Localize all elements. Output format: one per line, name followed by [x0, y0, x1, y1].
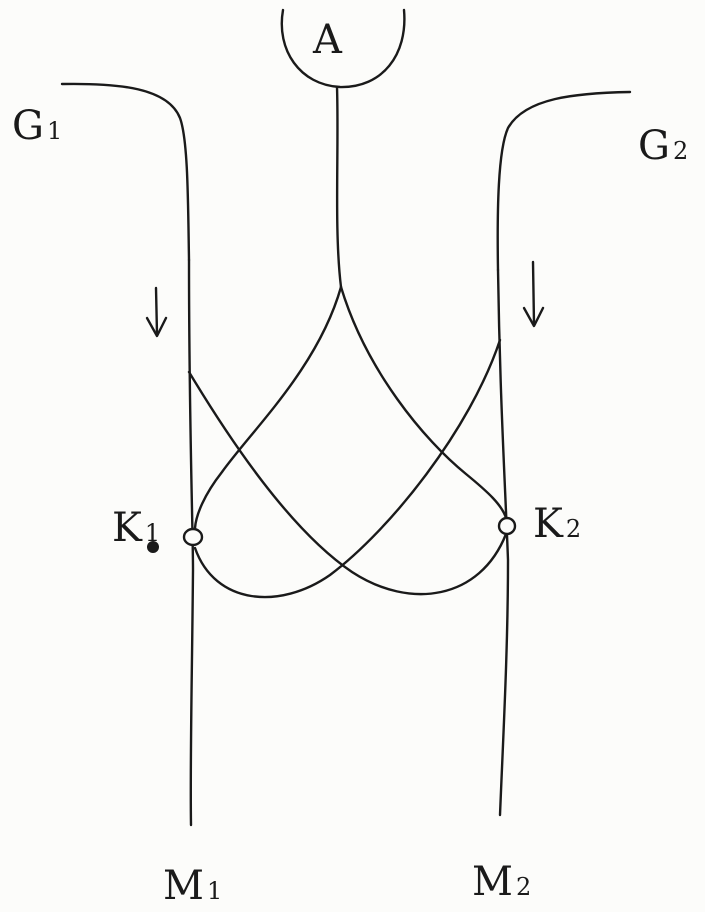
label-node-a-letter: A [313, 17, 342, 63]
label-node-m1-letter: M [163, 863, 204, 909]
label-node-m1-index: 1 [206, 877, 223, 905]
cross-curve-right [193, 338, 502, 599]
label-node-g1-index: 1 [46, 117, 63, 145]
label-node-g1-letter: G [12, 103, 44, 149]
node-a-circle [280, 8, 406, 89]
node-k1-ring [182, 527, 204, 547]
label-node-g2-index: 2 [672, 137, 689, 165]
label-node-m2-letter: M [472, 859, 513, 905]
label-node-k1-letter: K [112, 505, 142, 551]
label-node-a: A [313, 20, 342, 60]
stem-a [335, 85, 343, 289]
line-left-vertical [187, 258, 195, 827]
guide-g1-top [60, 82, 191, 262]
node-k2-ring [497, 516, 517, 536]
curve-junction-to-k1 [193, 285, 343, 530]
node-k1-dot [147, 541, 159, 553]
guide-g2-top [496, 90, 632, 272]
label-node-g2-letter: G [638, 123, 670, 169]
curve-junction-to-k2 [339, 285, 508, 520]
arrow-down-right-icon [522, 260, 545, 328]
line-right-vertical [496, 268, 510, 817]
label-node-k1-index: 1 [144, 519, 161, 547]
label-node-k2-letter: K [533, 501, 563, 547]
arrow-down-left-icon [145, 286, 168, 338]
cross-curve-left [187, 370, 508, 596]
label-node-k2-index: 2 [565, 515, 582, 543]
label-node-m2-index: 2 [515, 873, 532, 901]
